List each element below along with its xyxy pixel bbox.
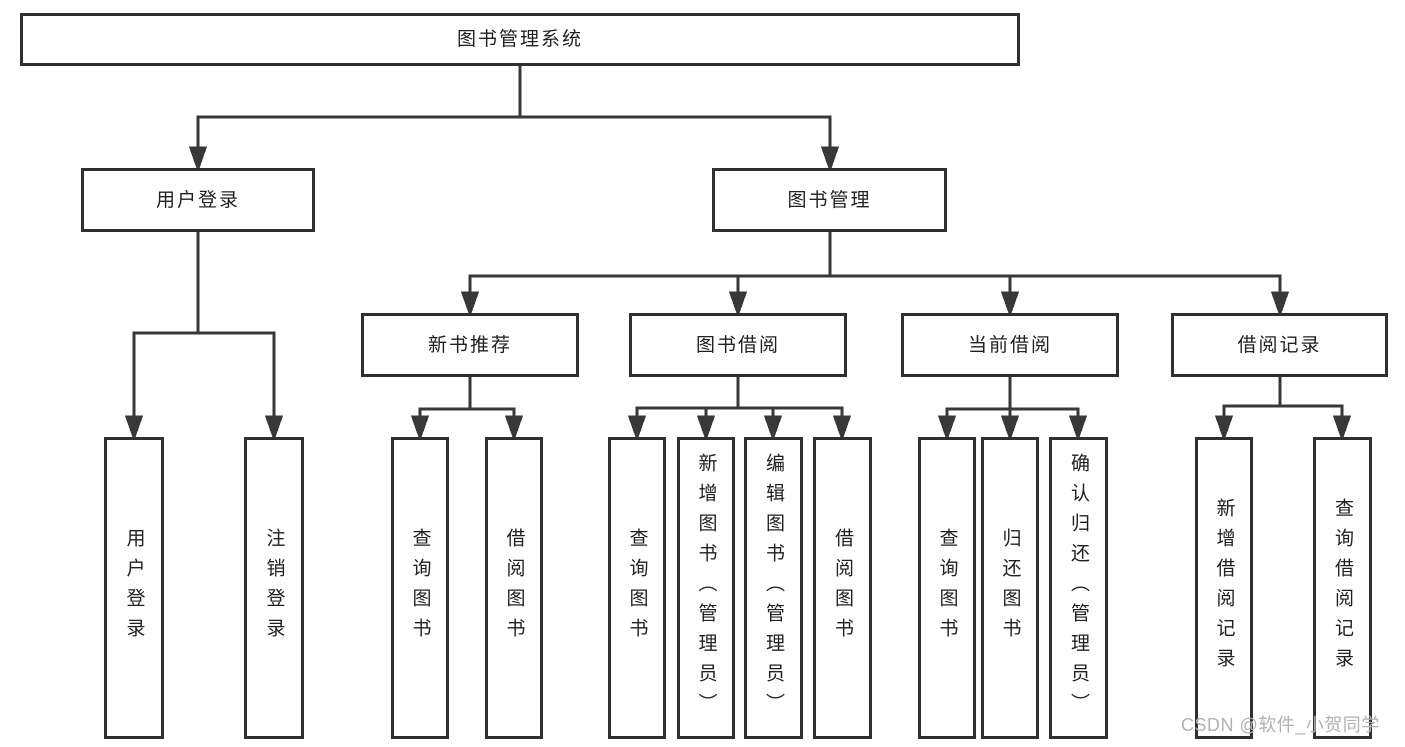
leaf-user-login-label: 用户登录 <box>123 528 145 648</box>
leaf-cb-confirm-return-admin-label: 确认归还（管理员） <box>1068 453 1089 723</box>
arrow-down-icon <box>627 415 647 442</box>
leaf-cb-return-books: 归还图书 <box>981 437 1039 739</box>
leaf-nb-borrow-books: 借阅图书 <box>485 437 543 739</box>
leaf-bb-query-books-label: 查询图书 <box>626 528 648 648</box>
arrow-down-icon <box>763 415 783 442</box>
arrow-down-icon <box>1270 291 1290 318</box>
arrow-down-icon <box>188 146 208 173</box>
arrow-down-icon <box>460 291 480 318</box>
arrow-down-icon <box>820 146 840 173</box>
node-current-borrowing-label: 当前借阅 <box>967 334 1052 356</box>
watermark: CSDN @软件_小贺同学 <box>1181 715 1380 735</box>
leaf-br-add-record: 新增借阅记录 <box>1195 437 1253 739</box>
leaf-logout-label: 注销登录 <box>263 528 285 648</box>
arrow-down-icon <box>124 415 144 442</box>
leaf-cb-return-books-label: 归还图书 <box>999 528 1021 648</box>
leaf-br-add-record-label: 新增借阅记录 <box>1213 498 1235 678</box>
arrow-down-icon <box>1214 415 1234 442</box>
node-borrowing-records-label: 借阅记录 <box>1237 334 1322 356</box>
leaf-cb-query-books: 查询图书 <box>918 437 976 739</box>
leaf-user-login: 用户登录 <box>104 437 164 739</box>
node-book-borrowing-label: 图书借阅 <box>695 334 780 356</box>
leaf-br-query-record: 查询借阅记录 <box>1313 437 1372 739</box>
arrow-down-icon <box>832 415 852 442</box>
node-new-book-recommend: 新书推荐 <box>361 313 579 377</box>
arrow-down-icon <box>1332 415 1352 442</box>
leaf-nb-query-books: 查询图书 <box>391 437 449 739</box>
arrow-down-icon <box>1000 415 1020 442</box>
node-book-management: 图书管理 <box>712 168 947 232</box>
arrow-down-icon <box>410 415 430 442</box>
leaf-bb-edit-books-admin: 编辑图书（管理员） <box>744 437 803 739</box>
node-borrowing-records: 借阅记录 <box>1171 313 1388 377</box>
arrow-down-icon <box>696 415 716 442</box>
leaf-bb-borrow-books-label: 借阅图书 <box>832 528 853 648</box>
node-user-login: 用户登录 <box>81 168 315 232</box>
leaf-bb-add-books-admin-label: 新增图书（管理员） <box>695 453 717 723</box>
arrow-down-icon <box>1068 415 1088 442</box>
leaf-nb-query-books-label: 查询图书 <box>409 528 431 648</box>
node-book-borrowing: 图书借阅 <box>629 313 847 377</box>
node-current-borrowing: 当前借阅 <box>901 313 1119 377</box>
leaf-br-query-record-label: 查询借阅记录 <box>1332 498 1353 678</box>
leaf-logout: 注销登录 <box>244 437 304 739</box>
node-book-management-label: 图书管理 <box>787 189 872 211</box>
leaf-bb-borrow-books: 借阅图书 <box>813 437 872 739</box>
arrow-down-icon <box>1000 291 1020 318</box>
node-root: 图书管理系统 <box>20 13 1020 66</box>
leaf-cb-query-books-label: 查询图书 <box>936 528 958 648</box>
leaf-cb-confirm-return-admin: 确认归还（管理员） <box>1049 437 1108 739</box>
leaf-bb-add-books-admin: 新增图书（管理员） <box>677 437 735 739</box>
node-user-login-label: 用户登录 <box>155 189 240 211</box>
arrow-down-icon <box>264 415 284 442</box>
arrow-down-icon <box>937 415 957 442</box>
leaf-nb-borrow-books-label: 借阅图书 <box>503 528 525 648</box>
arrow-down-icon <box>728 291 748 318</box>
leaf-bb-edit-books-admin-label: 编辑图书（管理员） <box>763 453 784 723</box>
arrow-down-icon <box>504 415 524 442</box>
node-root-label: 图书管理系统 <box>456 29 583 50</box>
node-new-book-recommend-label: 新书推荐 <box>427 334 512 356</box>
leaf-bb-query-books: 查询图书 <box>608 437 666 739</box>
